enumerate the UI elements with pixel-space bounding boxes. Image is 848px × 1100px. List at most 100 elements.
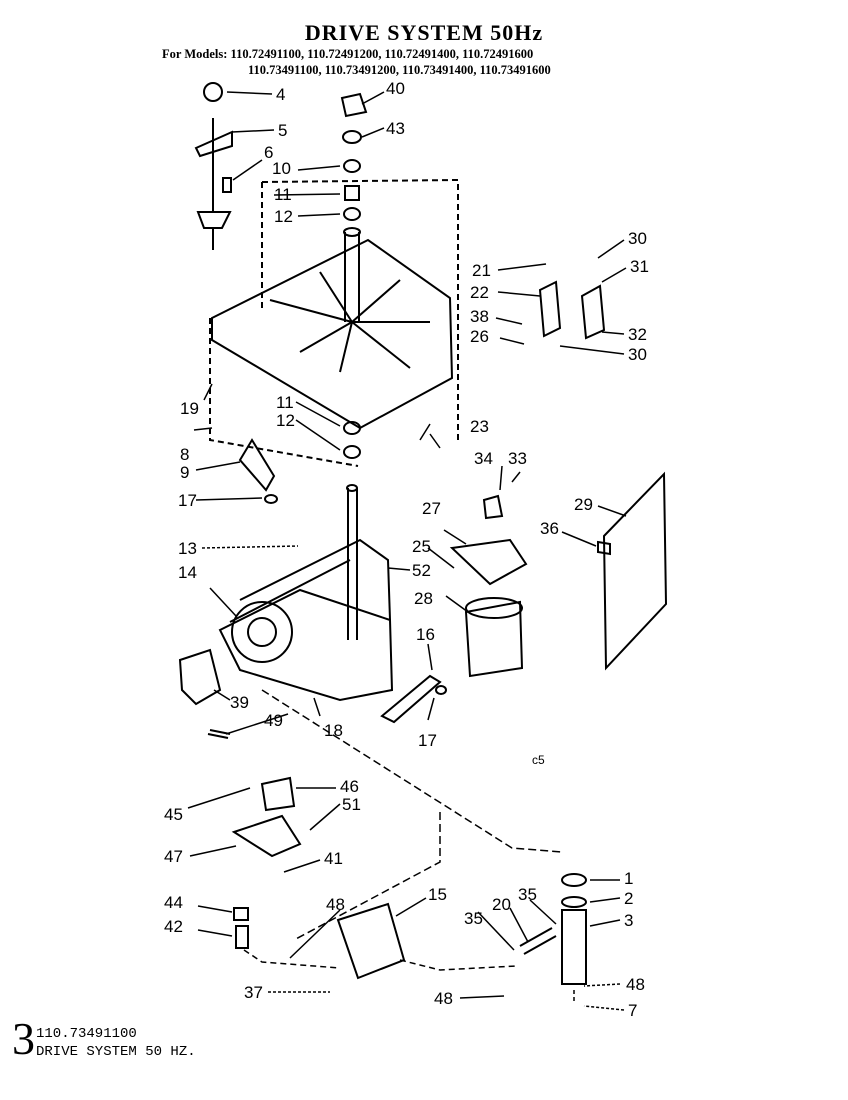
cap-4 [203, 82, 223, 102]
models-line-1: For Models: 110.72491100, 110.72491200, … [162, 47, 534, 61]
label-44: 44 [164, 893, 183, 912]
bracket-31 [580, 284, 606, 340]
label-11a: 11 [274, 185, 292, 204]
footer-model: 110.73491100 [36, 1026, 137, 1042]
label-35a: 35 [518, 885, 537, 904]
label-35b: 35 [464, 909, 483, 928]
bracket-47 [231, 814, 302, 858]
pump-hose-link [293, 812, 441, 941]
mount-39 [178, 648, 222, 706]
footer-index-number: 3 [12, 1013, 35, 1064]
tube-42 [235, 925, 249, 949]
knob-40 [340, 92, 368, 118]
label-40: 40 [386, 79, 405, 98]
tube-3 [561, 909, 587, 985]
bracket-5 [194, 118, 233, 250]
label-11b: 11 [276, 393, 294, 412]
label-30a: 30 [628, 229, 647, 248]
label-43: 43 [386, 119, 405, 138]
coupling-1 [561, 873, 587, 887]
label-48c: 48 [626, 975, 645, 994]
base-enclosure-dashed [209, 178, 459, 467]
nut-17a [264, 494, 278, 504]
label-29: 29 [574, 495, 593, 514]
label-27: 27 [422, 499, 441, 518]
bushing-11b [343, 421, 361, 435]
star-spider [269, 271, 430, 373]
label-17b: 17 [418, 731, 437, 750]
models-line-2: 110.73491100, 110.73491200, 110.73491400… [248, 63, 551, 77]
label-33: 33 [508, 449, 527, 468]
label-49: 49 [264, 711, 283, 730]
label-15: 15 [428, 885, 447, 904]
label-16: 16 [416, 625, 435, 644]
label-1: 1 [624, 869, 633, 888]
cap-44 [233, 907, 249, 921]
clip-36 [597, 540, 611, 556]
label-30b: 30 [628, 345, 647, 364]
label-6: 6 [264, 143, 273, 162]
label-2: 2 [624, 889, 633, 908]
label-26: 26 [470, 327, 489, 346]
shield-29 [602, 471, 668, 671]
label-5: 5 [278, 121, 287, 140]
footer-caption: DRIVE SYSTEM 50 HZ. [36, 1044, 196, 1060]
label-45: 45 [164, 805, 183, 824]
spring-6 [222, 177, 232, 193]
label-12a: 12 [274, 207, 293, 226]
pulley [231, 601, 293, 663]
motor-28 [464, 600, 524, 678]
label-22: 22 [470, 283, 489, 302]
label-52: 52 [412, 561, 431, 580]
label-39: 39 [230, 693, 249, 712]
nut-43 [342, 130, 362, 144]
label-42: 42 [164, 917, 183, 936]
label-14: 14 [178, 563, 197, 582]
label-21: 21 [472, 261, 491, 280]
bracket-45 [260, 776, 296, 812]
page-title: DRIVE SYSTEM 50Hz [304, 20, 544, 45]
clip-34 [482, 494, 504, 520]
label-18: 18 [324, 721, 343, 740]
label-41: 41 [324, 849, 343, 868]
agitator-shaft [347, 488, 358, 640]
drive-belt [229, 538, 391, 623]
label-34: 34 [474, 449, 493, 468]
motor-bracket-27 [449, 538, 528, 586]
pump-15 [336, 902, 406, 980]
label-23: 23 [470, 417, 489, 436]
bushing-11 [344, 185, 360, 201]
label-20: 20 [492, 895, 511, 914]
label-48b: 48 [434, 989, 453, 1008]
label-51: 51 [342, 795, 361, 814]
label-47: 47 [164, 847, 183, 866]
label-3: 3 [624, 911, 633, 930]
watermark-c5: c5 [532, 753, 545, 767]
washer-10 [343, 159, 361, 173]
hose-20 [519, 927, 557, 955]
hose-line [261, 689, 563, 853]
label-19: 19 [180, 399, 199, 418]
seal-12b [343, 445, 361, 459]
bracket-16 [380, 674, 442, 724]
label-9: 9 [180, 463, 189, 482]
hose-dash-left [243, 949, 517, 971]
ring-2 [561, 896, 587, 908]
label-28: 28 [414, 589, 433, 608]
label-46: 46 [340, 777, 359, 796]
bracket-22 [538, 280, 562, 338]
base-plate [211, 238, 454, 430]
nut-17b [435, 685, 447, 695]
label-32: 32 [628, 325, 647, 344]
gearcase [218, 588, 394, 702]
label-10: 10 [272, 159, 291, 178]
seal-12 [343, 207, 361, 221]
label-12b: 12 [276, 411, 295, 430]
label-37: 37 [244, 983, 263, 1002]
label-25: 25 [412, 537, 431, 556]
bracket-9 [238, 438, 276, 492]
label-17a: 17 [178, 491, 197, 510]
label-31: 31 [630, 257, 649, 276]
label-8: 8 [180, 445, 189, 464]
